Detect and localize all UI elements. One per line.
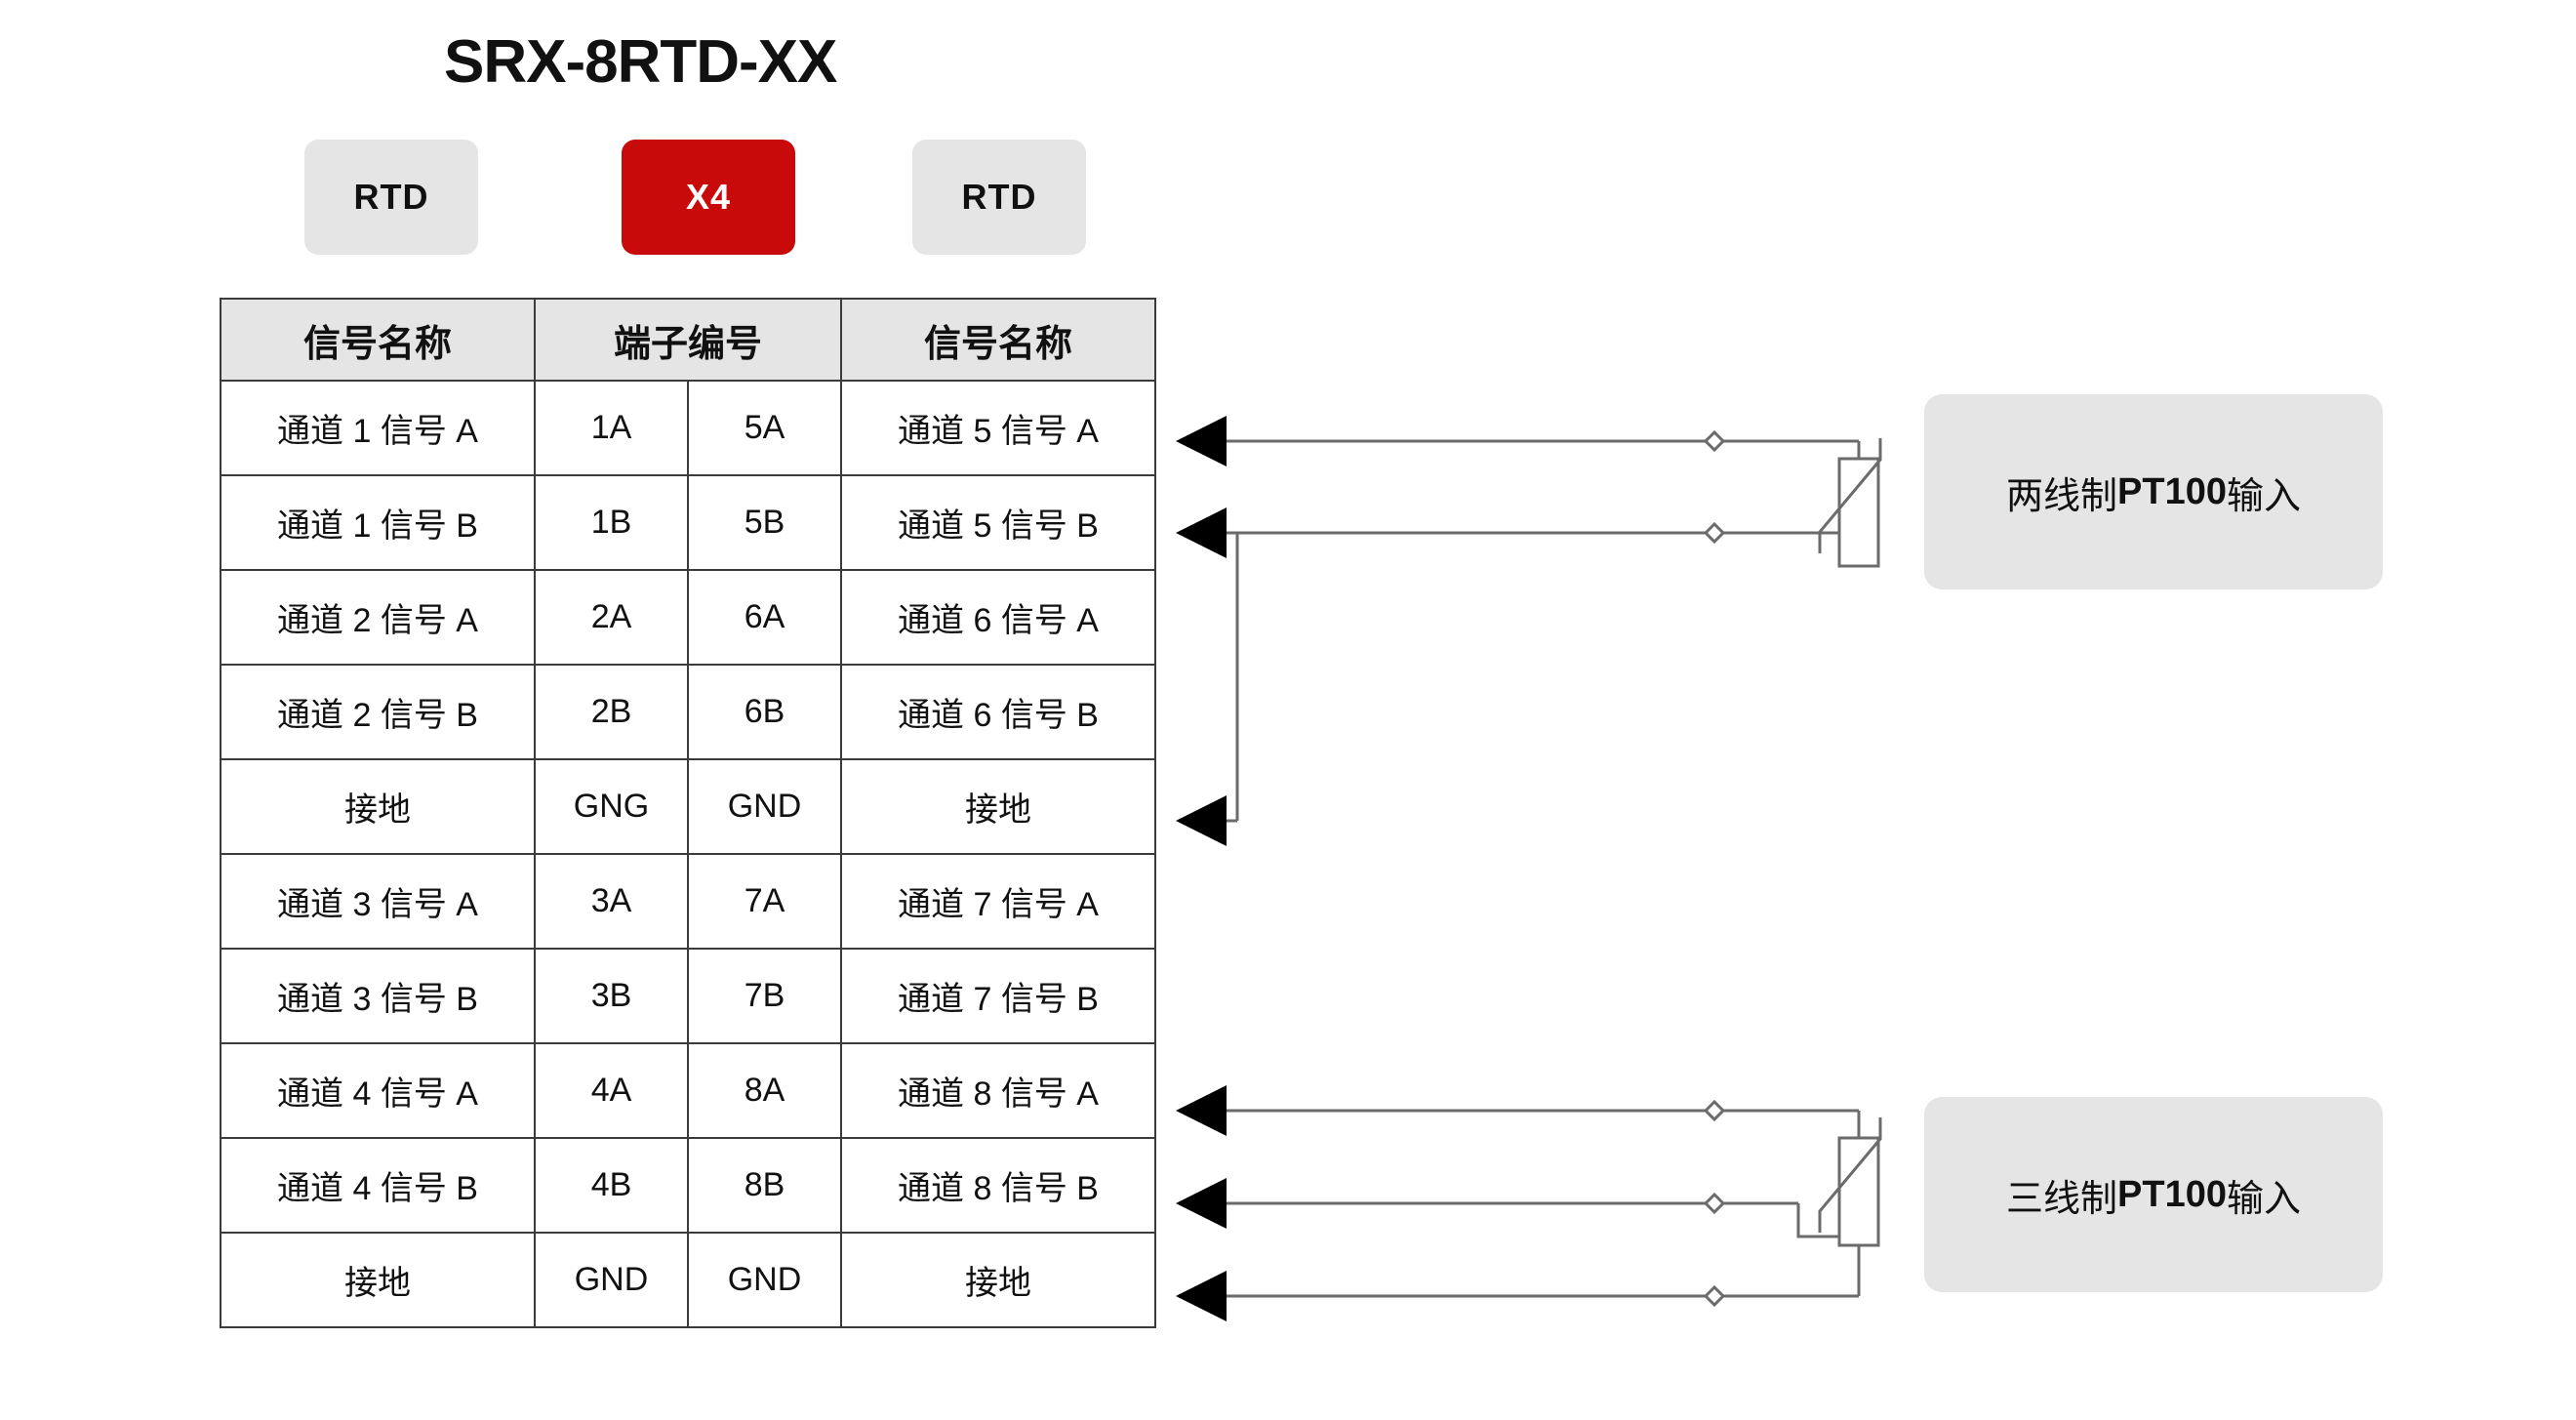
- cell-left-terminal: 4B: [534, 1137, 689, 1234]
- three-wire-rtd-arrow: [1818, 1117, 1882, 1233]
- three-wire-jog: [1796, 1203, 1859, 1238]
- two-wire-rtd-arrow: [1818, 438, 1882, 553]
- cell-left-terminal: GND: [534, 1232, 689, 1328]
- callout-two-wire-pt100: 两线制 PT100 输入: [1924, 394, 2383, 589]
- cell-left-terminal: 4A: [534, 1042, 689, 1139]
- cell-left-terminal: 1B: [534, 474, 689, 571]
- cell-left-signal: 接地: [220, 1232, 536, 1328]
- chip-rtd-left-label: RTD: [353, 177, 429, 217]
- callout-two-wire-prefix: 两线制: [2006, 475, 2118, 517]
- cell-left-signal: 接地: [220, 758, 536, 855]
- callout-three-wire-pt100: 三线制 PT100 输入: [1924, 1097, 2383, 1292]
- three-wire-rtd-body: [1837, 1136, 1880, 1247]
- header-right-signal: 信号名称: [840, 298, 1156, 382]
- cell-right-terminal: 5B: [687, 474, 842, 571]
- callout-two-wire-bold: PT100: [2117, 470, 2227, 512]
- two-wire-terminal-a: [1703, 429, 1726, 453]
- two-wire-rtd-body: [1837, 457, 1880, 568]
- cell-right-terminal: 8A: [687, 1042, 842, 1139]
- chip-rtd-right: RTD: [912, 140, 1086, 255]
- cell-left-signal: 通道 3 信号 B: [220, 948, 536, 1044]
- two-wire-terminal-b: [1703, 521, 1726, 545]
- cell-right-terminal: 7A: [687, 853, 842, 950]
- callout-two-wire-suffix: 输入: [2226, 475, 2301, 517]
- three-wire-arrow-a: [1176, 1085, 1227, 1136]
- cell-right-signal: 通道 7 信号 A: [840, 853, 1156, 950]
- cell-right-terminal: 6B: [687, 664, 842, 760]
- cell-left-signal: 通道 1 信号 A: [220, 380, 536, 476]
- cell-left-signal: 通道 3 信号 A: [220, 853, 536, 950]
- page-title: SRX-8RTD-XX: [444, 28, 837, 96]
- three-wire-terminal-a: [1703, 1099, 1726, 1122]
- chip-rtd-left: RTD: [304, 140, 478, 255]
- cell-left-signal: 通道 1 信号 B: [220, 474, 536, 571]
- cell-left-terminal: 3B: [534, 948, 689, 1044]
- cell-left-signal: 通道 2 信号 B: [220, 664, 536, 760]
- two-wire-arrow-a: [1176, 416, 1227, 467]
- chip-rtd-right-label: RTD: [961, 177, 1037, 217]
- cell-right-signal: 接地: [840, 1232, 1156, 1328]
- callout-three-wire-suffix: 输入: [2226, 1178, 2301, 1220]
- callout-three-wire-bold: PT100: [2117, 1173, 2227, 1215]
- header-terminal: 端子编号: [534, 298, 842, 382]
- cell-right-signal: 通道 8 信号 A: [840, 1042, 1156, 1139]
- cell-right-terminal: GND: [687, 758, 842, 855]
- chip-x4-label: X4: [685, 177, 732, 217]
- callout-three-wire-prefix: 三线制: [2006, 1178, 2118, 1220]
- cell-left-terminal: GNG: [534, 758, 689, 855]
- cell-left-terminal: 1A: [534, 380, 689, 476]
- three-wire-circuit: [1176, 1085, 1882, 1321]
- three-wire-terminal-b: [1703, 1192, 1726, 1215]
- cell-left-terminal: 2A: [534, 569, 689, 666]
- two-wire-arrow-b: [1176, 507, 1227, 558]
- cell-right-signal: 接地: [840, 758, 1156, 855]
- cell-right-terminal: 8B: [687, 1137, 842, 1234]
- cell-right-signal: 通道 6 信号 A: [840, 569, 1156, 666]
- cell-left-signal: 通道 4 信号 B: [220, 1137, 536, 1234]
- cell-right-signal: 通道 7 信号 B: [840, 948, 1156, 1044]
- cell-right-terminal: GND: [687, 1232, 842, 1328]
- chip-x4: X4: [622, 140, 795, 255]
- cell-right-terminal: 7B: [687, 948, 842, 1044]
- cell-right-signal: 通道 6 信号 B: [840, 664, 1156, 760]
- header-left-signal: 信号名称: [220, 298, 536, 382]
- cell-right-signal: 通道 8 信号 B: [840, 1137, 1156, 1234]
- cell-right-signal: 通道 5 信号 A: [840, 380, 1156, 476]
- three-wire-arrow-gnd: [1176, 1271, 1227, 1321]
- table-header-row: 信号名称 端子编号 信号名称: [220, 298, 1156, 382]
- two-wire-arrow-gnd: [1176, 795, 1227, 846]
- three-wire-terminal-gnd: [1703, 1284, 1726, 1308]
- cell-left-signal: 通道 2 信号 A: [220, 569, 536, 666]
- two-wire-circuit: [1176, 416, 1882, 846]
- cell-left-terminal: 2B: [534, 664, 689, 760]
- cell-left-terminal: 3A: [534, 853, 689, 950]
- three-wire-arrow-b: [1176, 1178, 1227, 1229]
- cell-right-terminal: 5A: [687, 380, 842, 476]
- cell-right-signal: 通道 5 信号 B: [840, 474, 1156, 571]
- cell-left-signal: 通道 4 信号 A: [220, 1042, 536, 1139]
- cell-right-terminal: 6A: [687, 569, 842, 666]
